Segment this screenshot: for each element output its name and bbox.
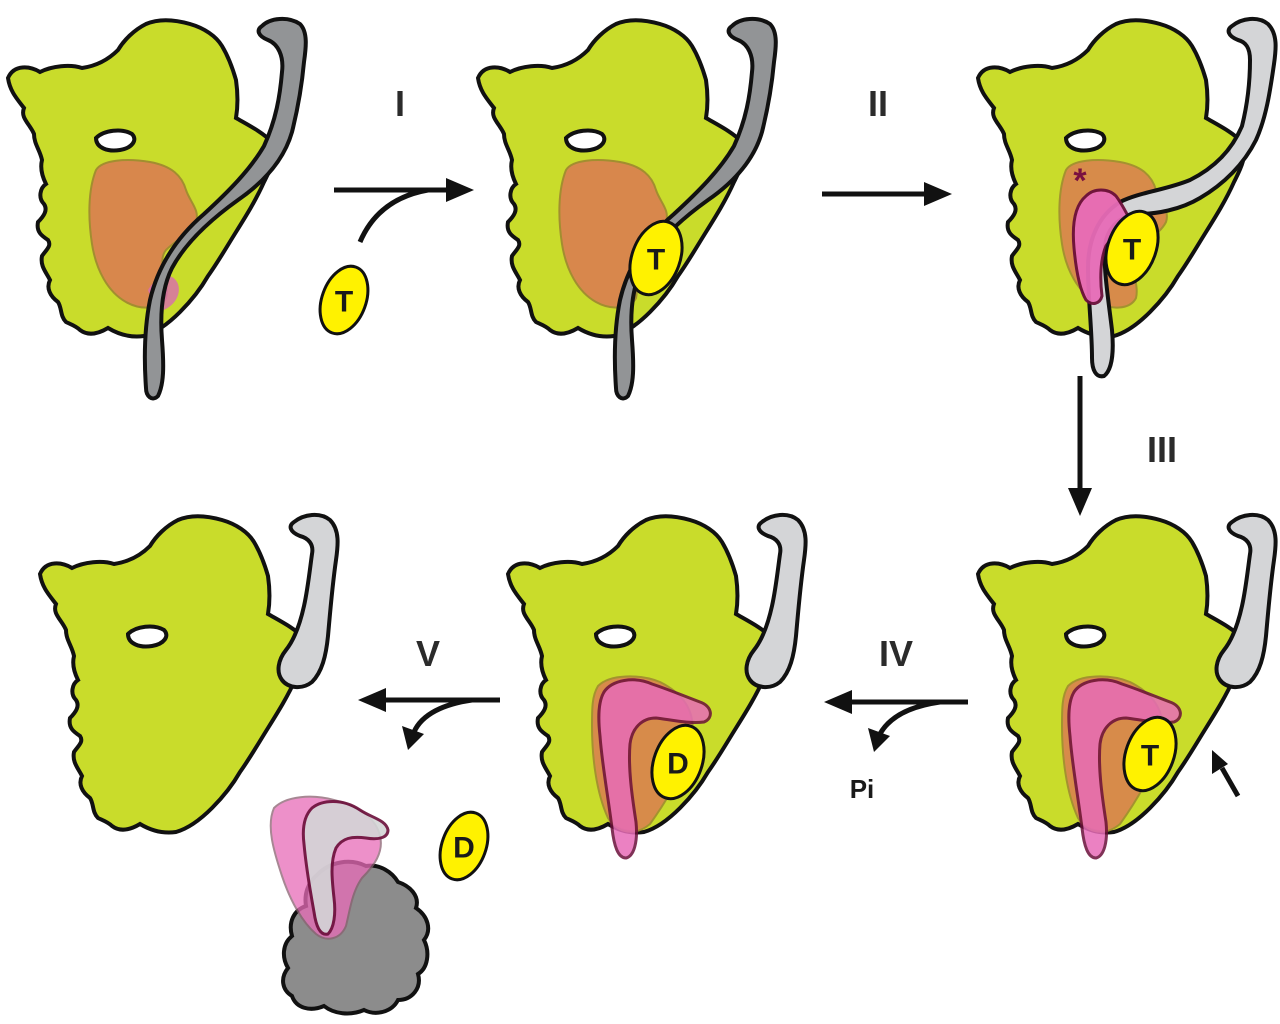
adp-label: D: [453, 832, 475, 865]
cleft-hole: [1066, 627, 1104, 647]
state-5-adp-bound: D: [508, 515, 806, 858]
state-1-apo: [8, 19, 306, 399]
atp-label: T: [1141, 740, 1159, 773]
released-fragment: [271, 797, 428, 1014]
lever-arm: [279, 515, 338, 687]
atp-nucleotide: T: [311, 260, 376, 341]
step-label: V: [416, 633, 440, 674]
adp-label: D: [667, 748, 689, 781]
atp-label: T: [335, 286, 353, 319]
phosphate-label: Pi: [850, 774, 875, 804]
cleft-hole: [96, 131, 134, 151]
state-4-pre-powerstroke: T: [978, 515, 1276, 858]
released-adp: D: [431, 806, 496, 887]
state-2-atp-bound: T: [478, 19, 776, 399]
step-label: II: [868, 83, 888, 124]
step-iii-arrow: III: [1068, 376, 1177, 516]
step-v-arrow: V: [358, 633, 500, 750]
step-label: I: [395, 83, 405, 124]
state-6-detached: [40, 515, 338, 833]
step-label: III: [1147, 429, 1177, 470]
asterisk-mark: *: [1073, 162, 1087, 200]
cleft-hole: [1066, 131, 1104, 151]
highlight-arrow: [1212, 750, 1238, 796]
cleft-hole: [128, 627, 166, 647]
step-iv-arrow: IV Pi: [824, 633, 968, 804]
lever-arm: [747, 515, 806, 687]
lever-arm: [1217, 515, 1276, 687]
step-i-arrow: I T: [311, 83, 474, 340]
step-label: IV: [879, 633, 913, 674]
state-3-closed: * T: [978, 19, 1276, 376]
atp-label: T: [1123, 234, 1141, 267]
cleft-hole: [596, 627, 634, 647]
cleft-hole: [566, 131, 604, 151]
step-ii-arrow: II: [822, 83, 952, 206]
atp-label: T: [647, 244, 665, 277]
motor-body: [40, 516, 306, 832]
